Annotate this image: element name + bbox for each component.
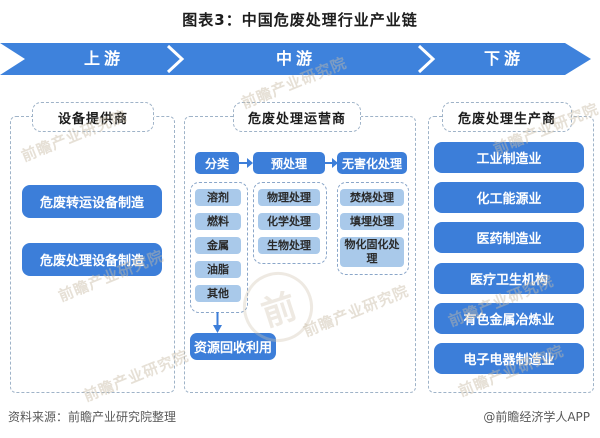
pill-physicochemical-solidification: 物化固化处理 bbox=[340, 237, 404, 267]
pill-incineration: 焚烧处理 bbox=[340, 189, 404, 206]
harmless-treatment-group bbox=[337, 182, 409, 275]
node-medical-health-institutions: 医疗卫生机构 bbox=[434, 263, 584, 294]
pill-solvent: 溶剂 bbox=[195, 189, 241, 206]
classification-group bbox=[190, 182, 248, 313]
node-industrial-manufacturing: 工业制造业 bbox=[434, 142, 584, 173]
node-waste-transfer-equipment: 危废转运设备制造 bbox=[22, 185, 162, 218]
stage-classification: 分类 bbox=[195, 152, 239, 174]
arrow-down-icon bbox=[213, 312, 222, 333]
chevron-separator-icon bbox=[166, 44, 185, 74]
band-label-downstream: 下游 bbox=[483, 49, 525, 68]
flow-band bbox=[0, 43, 591, 75]
node-resource-recycling: 资源回收利用 bbox=[190, 333, 276, 360]
downstream-header: 危废处理生产商 bbox=[442, 102, 572, 132]
pill-chemical-treatment: 化学处理 bbox=[258, 213, 320, 230]
band-label-midstream: 中游 bbox=[275, 49, 317, 68]
pill-physical-treatment: 物理处理 bbox=[258, 189, 320, 206]
flow-band-arrow bbox=[0, 43, 591, 75]
pill-other: 其他 bbox=[195, 285, 241, 302]
footer-credit: @前瞻经济学人APP bbox=[483, 410, 590, 424]
node-pharmaceutical-manufacturing: 医药制造业 bbox=[434, 222, 584, 253]
pill-biological-treatment: 生物处理 bbox=[258, 237, 320, 254]
pretreatment-group bbox=[253, 182, 327, 264]
node-waste-treatment-equipment: 危废处理设备制造 bbox=[22, 243, 162, 276]
stage-pretreatment: 预处理 bbox=[253, 152, 325, 174]
pill-metal: 金属 bbox=[195, 237, 241, 254]
band-label-upstream: 上游 bbox=[83, 49, 125, 68]
arrow-right-icon bbox=[324, 158, 338, 168]
pill-landfill: 填埋处理 bbox=[340, 213, 404, 230]
midstream-header: 危废处理运营商 bbox=[233, 102, 361, 132]
pill-fuel: 燃料 bbox=[195, 213, 241, 230]
arrow-right-icon bbox=[239, 158, 253, 168]
upstream-header: 设备提供商 bbox=[32, 102, 154, 132]
node-electronics-manufacturing: 电子电器制造业 bbox=[434, 343, 584, 374]
node-chemical-energy: 化工能源业 bbox=[434, 182, 584, 213]
footer-source: 资料来源：前瞻产业研究院整理 bbox=[8, 410, 177, 424]
chevron-separator-icon bbox=[417, 44, 436, 74]
node-nonferrous-metal-smelting: 有色金属冶炼业 bbox=[434, 303, 584, 334]
page-title: 图表3：中国危废处理行业产业链 bbox=[182, 11, 418, 29]
pill-oil: 油脂 bbox=[195, 261, 241, 278]
stage-harmless-treatment: 无害化处理 bbox=[337, 152, 407, 174]
